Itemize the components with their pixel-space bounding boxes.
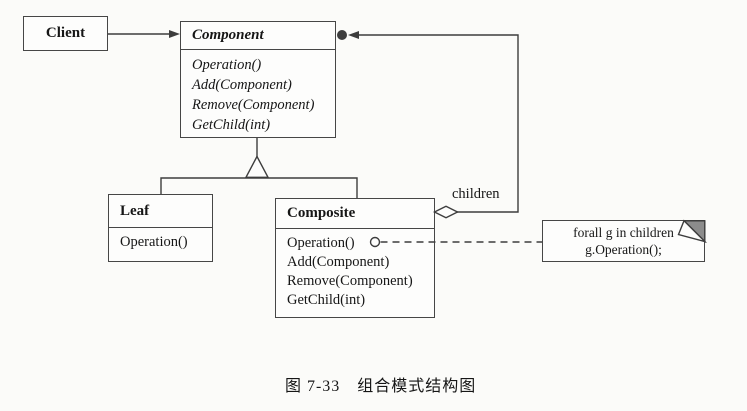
multiplicity-many-dot-icon <box>337 30 347 40</box>
class-name-composite: Composite <box>276 199 434 229</box>
edge-label-children: children <box>452 186 500 202</box>
figure-caption: 图 7-33 组合模式结构图 <box>284 378 477 395</box>
class-name-leaf: Leaf <box>109 195 212 228</box>
inheritance-connector <box>160 138 358 198</box>
class-box-client: Client <box>23 16 108 51</box>
method: Operation() <box>287 235 355 251</box>
class-methods-composite: Operation() Add(Component) Remove(Compon… <box>276 229 434 310</box>
method: Operation() <box>192 57 262 73</box>
class-box-composite: Composite Operation() Add(Component) Rem… <box>275 198 435 318</box>
aggregation-diamond-icon <box>432 205 460 219</box>
class-methods-component: Operation() Add(Component) Remove(Compon… <box>181 50 335 135</box>
note-line: forall g in children <box>573 225 674 240</box>
arrowhead-icon <box>348 31 359 39</box>
class-methods-leaf: Operation() <box>109 228 212 252</box>
method: Add(Component) <box>192 77 292 93</box>
method: GetChild(int) <box>192 117 271 133</box>
method: Remove(Component) <box>287 273 413 289</box>
note-line: g.Operation(); <box>585 242 662 257</box>
method: GetChild(int) <box>287 292 366 308</box>
association-client-to-component <box>108 30 180 38</box>
inheritance-triangle-icon <box>244 155 270 179</box>
class-name-client: Client <box>45 25 86 41</box>
class-name-component: Component <box>181 22 335 50</box>
class-box-component: Component Operation() Add(Component) Rem… <box>180 21 336 138</box>
method: Remove(Component) <box>192 97 315 113</box>
method: Add(Component) <box>287 254 390 270</box>
note-box: forall g in children g.Operation(); <box>542 220 705 262</box>
method: Operation() <box>120 234 188 250</box>
class-box-leaf: Leaf Operation() <box>108 194 213 262</box>
arrowhead-icon <box>169 30 180 38</box>
